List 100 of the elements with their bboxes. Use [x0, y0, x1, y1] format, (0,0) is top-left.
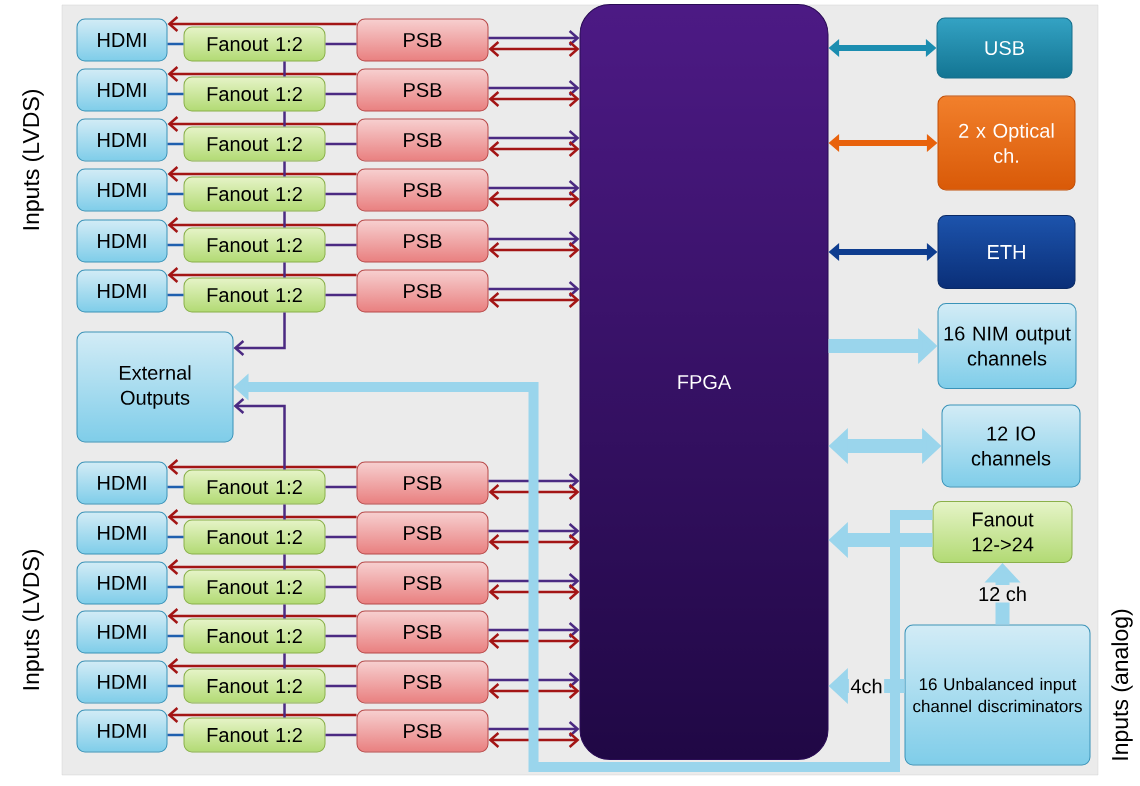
- side-label: Inputs (analog): [1111, 609, 1133, 760]
- module-box: HDMI: [76, 18, 168, 62]
- connector-line: [325, 142, 357, 146]
- connector-line: [325, 634, 357, 638]
- arrow: [167, 608, 357, 624]
- connector-line: [167, 192, 184, 196]
- arrow: [488, 180, 580, 196]
- connector-line: [283, 211, 286, 228]
- arrow: [488, 732, 580, 748]
- arrow: [488, 30, 580, 46]
- fanout-box: Fanout 1:2: [183, 717, 326, 753]
- connector-line: [283, 111, 286, 127]
- module-box: 16 NIM output channels: [937, 303, 1077, 389]
- module-box: HDMI: [76, 660, 168, 704]
- arrow: [488, 633, 580, 649]
- connector-line: [167, 535, 184, 539]
- module-box: HDMI: [76, 269, 168, 313]
- arrow: [488, 484, 580, 500]
- fanout-box: Fanout 1:2: [183, 76, 326, 112]
- arrow: [167, 116, 357, 132]
- arrow: [233, 312, 286, 356]
- arrow: [488, 573, 580, 589]
- arrow: [488, 683, 580, 699]
- arrow: [488, 80, 580, 96]
- arrow: [488, 473, 580, 489]
- arrow: [167, 707, 357, 723]
- fanout-box: Fanout 1:2: [183, 668, 326, 704]
- psb-box: PSB: [356, 610, 489, 654]
- side-label: Inputs (LVDS): [22, 550, 44, 690]
- connector-line: [325, 192, 357, 196]
- connector-line: [325, 92, 357, 96]
- psb-box: PSB: [356, 511, 489, 555]
- interface-box: 2 x Optical ch.: [937, 95, 1076, 191]
- side-label: Inputs (LVDS): [22, 90, 44, 230]
- arrow: [488, 534, 580, 550]
- connector-line: [325, 293, 357, 297]
- connector-line: [283, 262, 286, 278]
- connector-line: [325, 243, 357, 247]
- arrow: [488, 130, 580, 146]
- arrow: [167, 267, 357, 283]
- module-box: HDMI: [76, 118, 168, 162]
- module-box: 12 IO channels: [941, 404, 1081, 488]
- module-box: 16 Unbalanced input channel discriminators: [904, 624, 1091, 766]
- module-box: HDMI: [76, 168, 168, 212]
- connector-line: [167, 42, 184, 46]
- connector-line: [325, 585, 357, 589]
- fanout-box: Fanout 1:2: [183, 569, 326, 605]
- connector-line: [283, 554, 286, 570]
- fanout-box: Fanout 1:2: [183, 26, 326, 62]
- arrow: [167, 16, 357, 32]
- psb-box: PSB: [356, 219, 489, 263]
- connector-line: [167, 142, 184, 146]
- module-box: HDMI: [76, 610, 168, 654]
- connector-line: [167, 733, 184, 737]
- module-box: HDMI: [76, 68, 168, 112]
- arrow: [167, 459, 357, 475]
- arrow: [488, 622, 580, 638]
- module-box: HDMI: [76, 511, 168, 555]
- connector-line: [283, 653, 286, 669]
- psb-box: PSB: [356, 118, 489, 162]
- connector-line: [167, 92, 184, 96]
- module-box: HDMI: [76, 461, 168, 505]
- arrow: [488, 191, 580, 207]
- fanout-box: Fanout 1:2: [183, 519, 326, 555]
- module-box: HDMI: [76, 219, 168, 263]
- fanout-box: Fanout 1:2: [183, 469, 326, 505]
- fanout-box: Fanout 1:2: [183, 176, 326, 212]
- arrow: [488, 281, 580, 297]
- psb-box: PSB: [356, 269, 489, 313]
- module-box: HDMI: [76, 561, 168, 605]
- interface-box: ETH: [937, 215, 1076, 289]
- psb-box: PSB: [356, 561, 489, 605]
- arrow: [233, 398, 286, 470]
- connector-line: [167, 684, 184, 688]
- connector-line: [325, 485, 357, 489]
- psb-box: PSB: [356, 709, 489, 753]
- connector-line: [167, 634, 184, 638]
- arrow: [488, 584, 580, 600]
- connector-line: [325, 684, 357, 688]
- interface-box: USB: [936, 17, 1073, 79]
- connector-line: [283, 161, 286, 177]
- arrow: [488, 242, 580, 258]
- fanout-box: Fanout 1:2: [183, 227, 326, 263]
- connector-line: [167, 243, 184, 247]
- connector-line: [167, 485, 184, 489]
- arrow: [488, 41, 580, 57]
- fpga-block: FPGA: [579, 4, 829, 760]
- arrow: [488, 91, 580, 107]
- arrow: [488, 292, 580, 308]
- arrow: [167, 559, 357, 575]
- arrow: [167, 217, 357, 233]
- arrow: [488, 231, 580, 247]
- module-box: HDMI: [76, 709, 168, 753]
- connector-line: [283, 61, 286, 77]
- psb-box: PSB: [356, 168, 489, 212]
- edge-label: 4ch: [848, 677, 885, 695]
- psb-box: PSB: [356, 660, 489, 704]
- fanout-box: Fanout 1:2: [183, 618, 326, 654]
- psb-box: PSB: [356, 461, 489, 505]
- fanout-box: Fanout 1:2: [183, 126, 326, 162]
